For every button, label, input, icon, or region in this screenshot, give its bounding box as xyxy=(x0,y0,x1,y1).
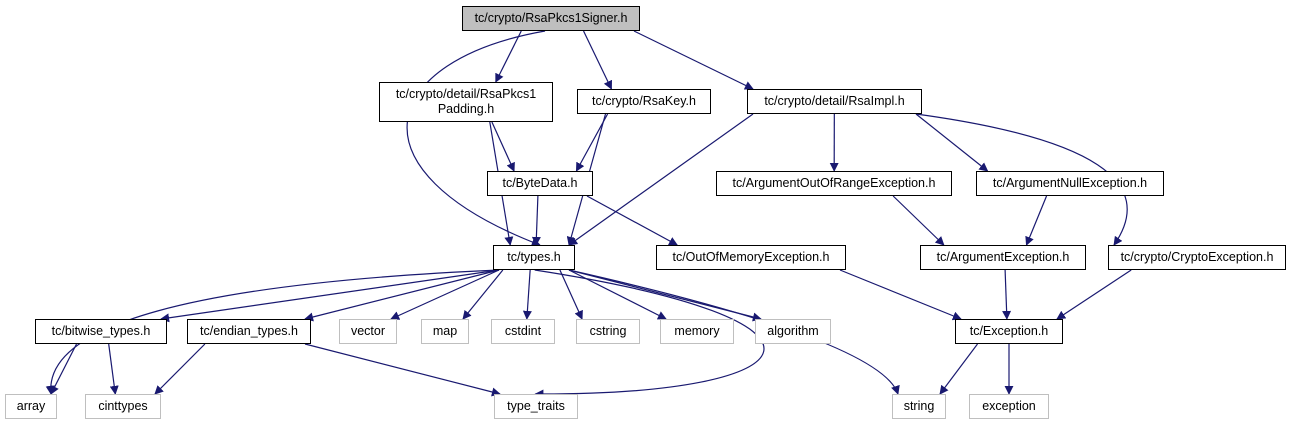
node-bytedata[interactable]: tc/ByteData.h xyxy=(487,171,593,196)
node-bitwise[interactable]: tc/bitwise_types.h xyxy=(35,319,167,344)
edge-argexception-to-exceptionh xyxy=(1002,269,1012,320)
edge-types-to-memory xyxy=(568,269,667,320)
node-cinttypes: cinttypes xyxy=(85,394,161,419)
edge-argnull-to-argexception xyxy=(1025,195,1048,246)
edge-rsapkcs1padding-to-bytedata xyxy=(491,121,515,172)
node-algorithm: algorithm xyxy=(755,319,831,344)
node-cstdint: cstdint xyxy=(491,319,555,344)
node-map: map xyxy=(421,319,469,344)
node-cstring: cstring xyxy=(576,319,640,344)
edge-outofmemory-to-exceptionh xyxy=(839,269,962,321)
edge-exceptionh-to-string xyxy=(939,343,978,395)
node-argnull[interactable]: tc/ArgumentNullException.h xyxy=(976,171,1164,196)
edge-types-to-map xyxy=(462,269,504,320)
edge-types-to-bitwise xyxy=(160,269,500,323)
node-typetraits: type_traits xyxy=(494,394,578,419)
node-exception: exception xyxy=(969,394,1049,419)
edge-bitwise-to-cinttypes xyxy=(108,343,119,395)
node-rsakey[interactable]: tc/crypto/RsaKey.h xyxy=(577,89,711,114)
node-rsapkcs1signer: tc/crypto/RsaPkcs1Signer.h xyxy=(462,6,640,31)
node-endian[interactable]: tc/endian_types.h xyxy=(187,319,311,344)
node-outofmemory[interactable]: tc/OutOfMemoryException.h xyxy=(656,245,846,270)
node-rsapkcs1padding[interactable]: tc/crypto/detail/RsaPkcs1 Padding.h xyxy=(379,82,553,122)
node-vector: vector xyxy=(339,319,397,344)
edge-cryptoexception-to-exceptionh xyxy=(1056,269,1132,320)
edge-bitwise-to-array xyxy=(50,343,78,395)
edge-rsapkcs1signer-to-rsaimpl xyxy=(633,30,754,90)
edge-bytedata-to-outofmemory xyxy=(586,195,678,246)
node-argoutofrange[interactable]: tc/ArgumentOutOfRangeException.h xyxy=(716,171,952,196)
edge-types-to-array xyxy=(45,269,500,395)
edge-rsapkcs1signer-to-rsakey xyxy=(583,30,612,90)
edge-endian-to-typetraits xyxy=(304,343,501,397)
node-memory: memory xyxy=(660,319,734,344)
edge-types-to-vector xyxy=(390,269,500,320)
edge-types-to-typetraits xyxy=(534,269,765,399)
edge-rsaimpl-to-cryptoexception xyxy=(915,113,1128,246)
edge-types-to-cstdint xyxy=(522,269,532,320)
edge-rsapkcs1signer-to-rsapkcs1padding xyxy=(495,30,522,83)
edge-rsapkcs1signer-to-types xyxy=(406,30,546,247)
node-string: string xyxy=(892,394,946,419)
edge-rsaimpl-to-argnull xyxy=(915,113,989,172)
node-exceptionh[interactable]: tc/Exception.h xyxy=(955,319,1063,344)
node-array: array xyxy=(5,394,57,419)
node-argexception[interactable]: tc/ArgumentException.h xyxy=(920,245,1086,270)
edge-argoutofrange-to-argexception xyxy=(892,195,945,246)
edge-types-to-endian xyxy=(304,269,500,322)
edge-endian-to-cinttypes xyxy=(154,343,206,395)
edge-types-to-cstring xyxy=(559,269,583,320)
edge-rsaimpl-to-types xyxy=(568,113,754,246)
node-cryptoexception[interactable]: tc/crypto/CryptoException.h xyxy=(1108,245,1286,270)
node-rsaimpl[interactable]: tc/crypto/detail/RsaImpl.h xyxy=(747,89,922,114)
edge-bytedata-to-types xyxy=(531,195,541,246)
node-types[interactable]: tc/types.h xyxy=(493,245,575,270)
